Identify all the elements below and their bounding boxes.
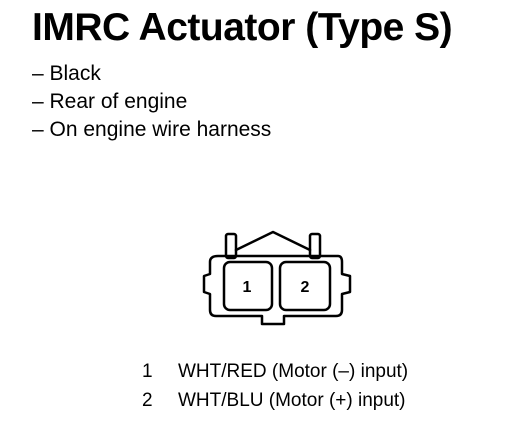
cavity-1 — [222, 260, 274, 312]
cavity-label-2: 2 — [301, 279, 310, 296]
pin-table: 1 WHT/RED (Motor (–) input) 2 WHT/BLU (M… — [142, 357, 408, 415]
pin-description: WHT/BLU (Motor (+) input) — [178, 390, 406, 411]
connector-body — [202, 254, 352, 326]
pin-row: 1 WHT/RED (Motor (–) input) — [142, 357, 408, 386]
pin-number: 2 — [142, 390, 153, 411]
right-top-tab — [308, 232, 322, 260]
note-harness: – On engine wire harness — [32, 118, 272, 141]
cavity-2 — [278, 260, 332, 312]
connector-latch — [234, 230, 312, 252]
page-title: IMRC Actuator (Type S) — [32, 6, 453, 49]
note-location: – Rear of engine — [32, 90, 188, 113]
cavity-label-1: 1 — [243, 279, 252, 296]
pin-description: WHT/RED (Motor (–) input) — [178, 361, 409, 382]
pin-number: 1 — [142, 361, 153, 382]
note-color: – Black — [32, 62, 101, 85]
connector-diagram: 1 2 — [202, 230, 352, 326]
location-notes: – Black – Rear of engine – On engine wir… — [32, 60, 271, 144]
pin-row: 2 WHT/BLU (Motor (+) input) — [142, 386, 408, 415]
left-top-tab — [224, 232, 238, 260]
